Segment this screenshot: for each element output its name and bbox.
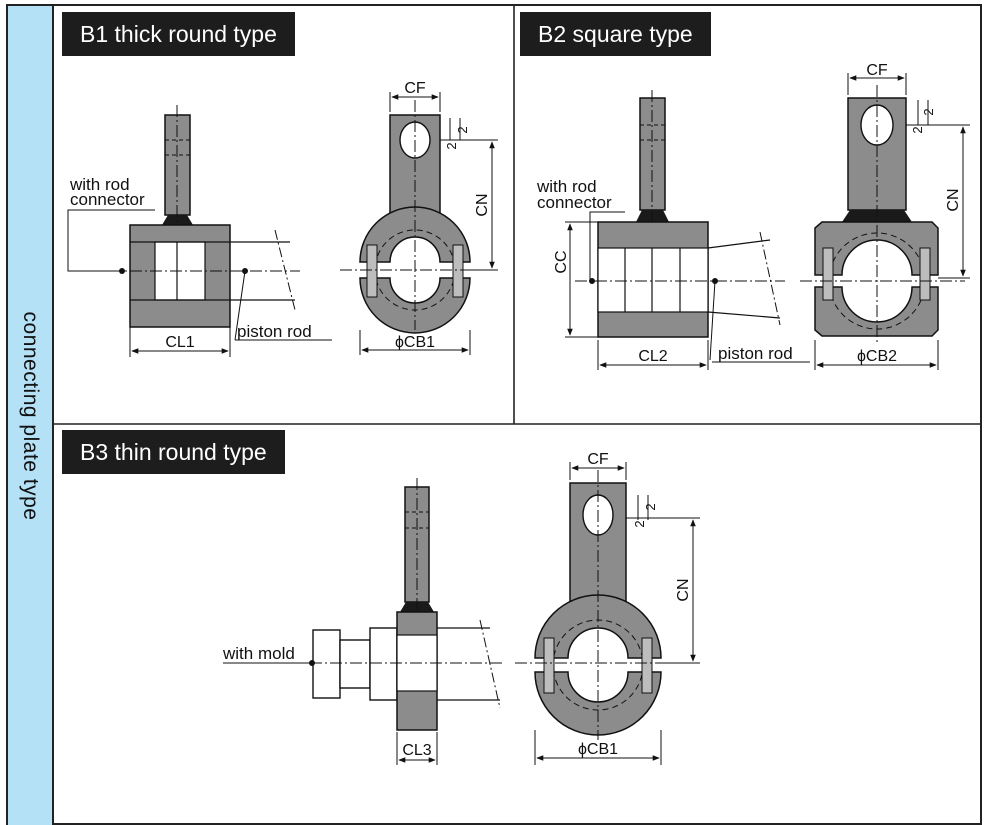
b2-connector-label-1: with rod bbox=[536, 177, 597, 196]
b1-front-view bbox=[340, 92, 498, 355]
b2-dim-small-2: 2 bbox=[910, 126, 925, 133]
b1-dim-height: CN bbox=[474, 193, 491, 216]
b3-mold-label: with mold bbox=[222, 644, 295, 663]
b3-dim-small-2: 2 bbox=[632, 520, 647, 527]
b3-dim-length: CL3 bbox=[402, 742, 431, 759]
b1-side-view bbox=[67, 105, 332, 357]
b1-dim-small-2: 2 bbox=[444, 142, 459, 149]
b2-piston-label: piston rod bbox=[718, 344, 793, 363]
b1-piston-label: piston rod bbox=[237, 322, 312, 341]
side-tab: connecting plate type bbox=[8, 6, 54, 825]
b1-connector-label-1: with rod bbox=[69, 175, 130, 194]
b2-front-view bbox=[800, 73, 970, 370]
b2-dim-height: CN bbox=[945, 188, 962, 211]
panel-dividers bbox=[54, 6, 982, 425]
b3-panel-title: B3 thin round type bbox=[62, 430, 285, 474]
b3-dim-width: CF bbox=[587, 451, 609, 468]
b2-dim-cc: CC bbox=[553, 250, 570, 273]
b3-front-view bbox=[515, 462, 700, 765]
b1-dim-small-1: 2 bbox=[455, 126, 470, 133]
b2-dim-diameter: ϕCB2 bbox=[857, 348, 897, 365]
b2-side-view bbox=[565, 90, 810, 370]
b3-dim-small-1: 2 bbox=[643, 503, 658, 510]
b1-dim-diameter: ϕCB1 bbox=[395, 334, 435, 351]
b1-connector-label-2: connector bbox=[70, 190, 145, 209]
b3-side-view bbox=[223, 478, 505, 765]
b2-panel-title: B2 square type bbox=[520, 12, 711, 56]
b1-panel-title: B1 thick round type bbox=[62, 12, 295, 56]
b1-dim-width: CF bbox=[404, 80, 426, 97]
b2-dim-width: CF bbox=[866, 62, 888, 79]
b2-dim-length: CL2 bbox=[638, 348, 667, 365]
b3-dim-diameter: ϕCB1 bbox=[578, 741, 618, 758]
b3-dim-height: CN bbox=[675, 578, 692, 601]
b2-dim-small-1: 2 bbox=[921, 108, 936, 115]
b1-dim-length: CL1 bbox=[165, 334, 194, 351]
b2-connector-label-2: connector bbox=[537, 193, 612, 212]
